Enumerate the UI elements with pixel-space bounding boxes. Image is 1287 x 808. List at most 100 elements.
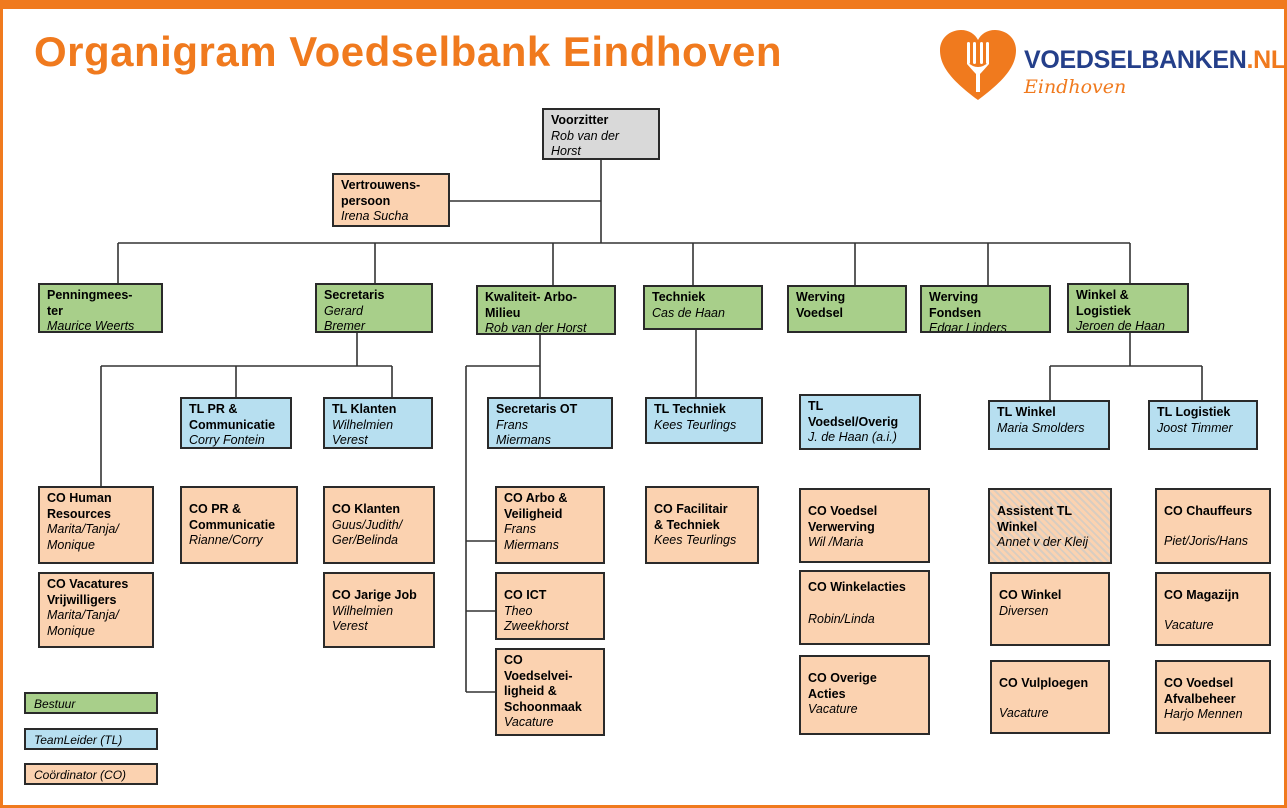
node-co-winkelacties: CO Winkelacties Robin/Linda — [799, 570, 930, 645]
node-person: Edgar Linders — [929, 321, 1007, 333]
node-tl-voedsel-overig: TL Voedsel/Overig J. de Haan (a.i.) — [799, 394, 921, 450]
node-person: Joost Timmer — [1157, 420, 1233, 435]
node-co-klanten: CO Klanten Guus/Judith/ Ger/Belinda — [323, 486, 435, 564]
node-person: Corry Fontein — [189, 433, 265, 447]
node-co-facilitair-techniek: CO Facilitair & Techniek Kees Teurlings — [645, 486, 759, 564]
node-title: Vertrouwens- persoon — [341, 178, 421, 208]
node-title: CO Overige Acties — [808, 671, 877, 701]
node-title: Secretaris — [324, 288, 385, 302]
node-title: CO Arbo & Veiligheid — [504, 491, 568, 521]
node-co-overige-acties: CO Overige Acties Vacature — [799, 655, 930, 735]
node-person: Vacature — [504, 715, 554, 729]
node-title: TL PR & Communicatie — [189, 402, 276, 432]
node-werving-voedsel: Werving Voedsel — [787, 285, 907, 333]
node-winkel-logistiek: Winkel & Logistiek Jeroen de Haan — [1067, 283, 1189, 333]
node-co-magazijn: CO Magazijn Vacature — [1155, 572, 1271, 646]
node-tl-techniek: TL Techniek Kees Teurlings — [645, 397, 763, 444]
node-title: TL Logistiek — [1157, 405, 1231, 419]
node-title: CO Winkel — [999, 588, 1062, 602]
node-co-voedsel-verwerving: CO Voedsel Verwerving Wil /Maria — [799, 488, 930, 563]
node-title: CO Vacatures Vrijwilligers — [47, 577, 129, 607]
node-title: Penningmees- ter — [47, 288, 133, 318]
node-title: Werving Voedsel — [796, 290, 846, 320]
node-title: CO Chauffeurs — [1164, 504, 1253, 518]
node-title: TL Winkel — [997, 405, 1056, 419]
node-person: Rianne/Corry — [189, 533, 263, 547]
heart-fork-icon — [940, 30, 1016, 100]
node-person: Annet v der Kleij — [997, 535, 1089, 549]
node-co-voedsel-afvalbeheer: CO Voedsel Afvalbeheer Harjo Mennen — [1155, 660, 1271, 734]
node-title: CO Human Resources — [47, 491, 112, 521]
node-person: Robin/Linda — [808, 611, 875, 626]
node-person: Maurice Weerts — [47, 319, 135, 333]
node-tl-logistiek: TL Logistiek Joost Timmer — [1148, 400, 1258, 450]
node-title: CO Vulploegen — [999, 676, 1089, 690]
node-person: Kees Teurlings — [654, 533, 737, 547]
node-person: Wil /Maria — [808, 535, 864, 549]
node-person: Jeroen de Haan — [1076, 319, 1165, 333]
node-person: Rob van der Horst — [551, 128, 620, 159]
node-title: Techniek — [652, 290, 706, 304]
node-title: Assistent TL Winkel — [997, 504, 1073, 534]
node-title: CO PR & Communicatie — [189, 502, 276, 532]
node-co-jarige-job: CO Jarige Job Wilhelmien Verest — [323, 572, 435, 648]
node-techniek: Techniek Cas de Haan — [643, 285, 763, 330]
node-person: Kees Teurlings — [654, 417, 737, 432]
node-vertrouwenspersoon: Vertrouwens- persoon Irena Sucha — [332, 173, 450, 227]
node-title: Voorzitter — [551, 113, 609, 127]
legend-coordinator: Coördinator (CO) — [24, 763, 158, 785]
node-person: Marita/Tanja/ Monique — [47, 608, 119, 638]
legend-bestuur: Bestuur — [24, 692, 158, 714]
logo-subtitle: Eindhoven — [1024, 76, 1127, 98]
node-person: Piet/Joris/Hans — [1164, 533, 1249, 548]
node-kwaliteit-arbo-milieu: Kwaliteit- Arbo- Milieu Rob van der Hors… — [476, 285, 616, 335]
legend-teamleider: TeamLeider (TL) — [24, 728, 158, 750]
node-tl-klanten: TL Klanten Wilhelmien Verest — [323, 397, 433, 449]
node-co-voedselveiligheid: CO Voedselvei- ligheid & Schoonmaak Vaca… — [495, 648, 605, 736]
node-werving-fondsen: Werving Fondsen Edgar Linders — [920, 285, 1051, 333]
node-co-vulploegen: CO Vulploegen Vacature — [990, 660, 1110, 734]
node-title: CO Voedsel Verwerving — [808, 504, 878, 534]
node-person: J. de Haan (a.i.) — [808, 430, 897, 444]
node-title: CO Facilitair & Techniek — [654, 502, 728, 532]
node-person: Irena Sucha — [341, 209, 409, 223]
node-person: Guus/Judith/ Ger/Belinda — [332, 517, 403, 548]
node-title: Werving Fondsen — [929, 290, 982, 320]
node-title: Winkel & Logistiek — [1076, 288, 1131, 318]
node-title: TL Voedsel/Overig — [808, 399, 899, 429]
node-title: Secretaris OT — [496, 402, 578, 416]
node-title: CO Klanten — [332, 502, 401, 516]
node-person: Wilhelmien Verest — [332, 417, 394, 448]
node-person: Vacature — [808, 702, 858, 716]
node-person: Vacature — [999, 705, 1049, 720]
node-title: TL Techniek — [654, 402, 726, 416]
node-title: TL Klanten — [332, 402, 397, 416]
node-person: Maria Smolders — [997, 420, 1085, 435]
node-secretaris: Secretaris Gerard Bremer — [315, 283, 433, 333]
node-person: Marita/Tanja/ Monique — [47, 522, 119, 552]
node-title: Kwaliteit- Arbo- Milieu — [485, 290, 577, 320]
node-co-vacatures-vrijwilligers: CO Vacatures Vrijwilligers Marita/Tanja/… — [38, 572, 154, 648]
node-co-ict: CO ICT Theo Zweekhorst — [495, 572, 605, 640]
node-title: CO Jarige Job — [332, 588, 417, 602]
node-title: CO Voedsel Afvalbeheer — [1164, 676, 1236, 706]
node-person: Wilhelmien Verest — [332, 603, 394, 634]
node-penningmeester: Penningmees- ter Maurice Weerts — [38, 283, 163, 333]
page-title: Organigram Voedselbank Eindhoven — [34, 28, 783, 75]
node-person: Frans Miermans — [504, 522, 559, 552]
node-title: CO ICT — [504, 588, 547, 602]
node-person: Harjo Mennen — [1164, 707, 1243, 721]
node-title: CO Magazijn — [1164, 588, 1240, 602]
node-person: Vacature — [1164, 617, 1214, 632]
node-person: Diversen — [999, 603, 1049, 618]
node-co-pr-communicatie: CO PR & Communicatie Rianne/Corry — [180, 486, 298, 564]
node-person: Rob van der Horst — [485, 321, 587, 335]
node-co-human-resources: CO Human Resources Marita/Tanja/ Monique — [38, 486, 154, 564]
node-co-chauffeurs: CO Chauffeurs Piet/Joris/Hans — [1155, 488, 1271, 564]
node-title: CO Winkelacties — [808, 580, 906, 594]
node-assistent-tl-winkel: Assistent TL Winkel Annet v der Kleij — [988, 488, 1112, 564]
node-person: Theo Zweekhorst — [504, 603, 569, 634]
node-secretaris-ot: Secretaris OT Frans Miermans — [487, 397, 613, 449]
